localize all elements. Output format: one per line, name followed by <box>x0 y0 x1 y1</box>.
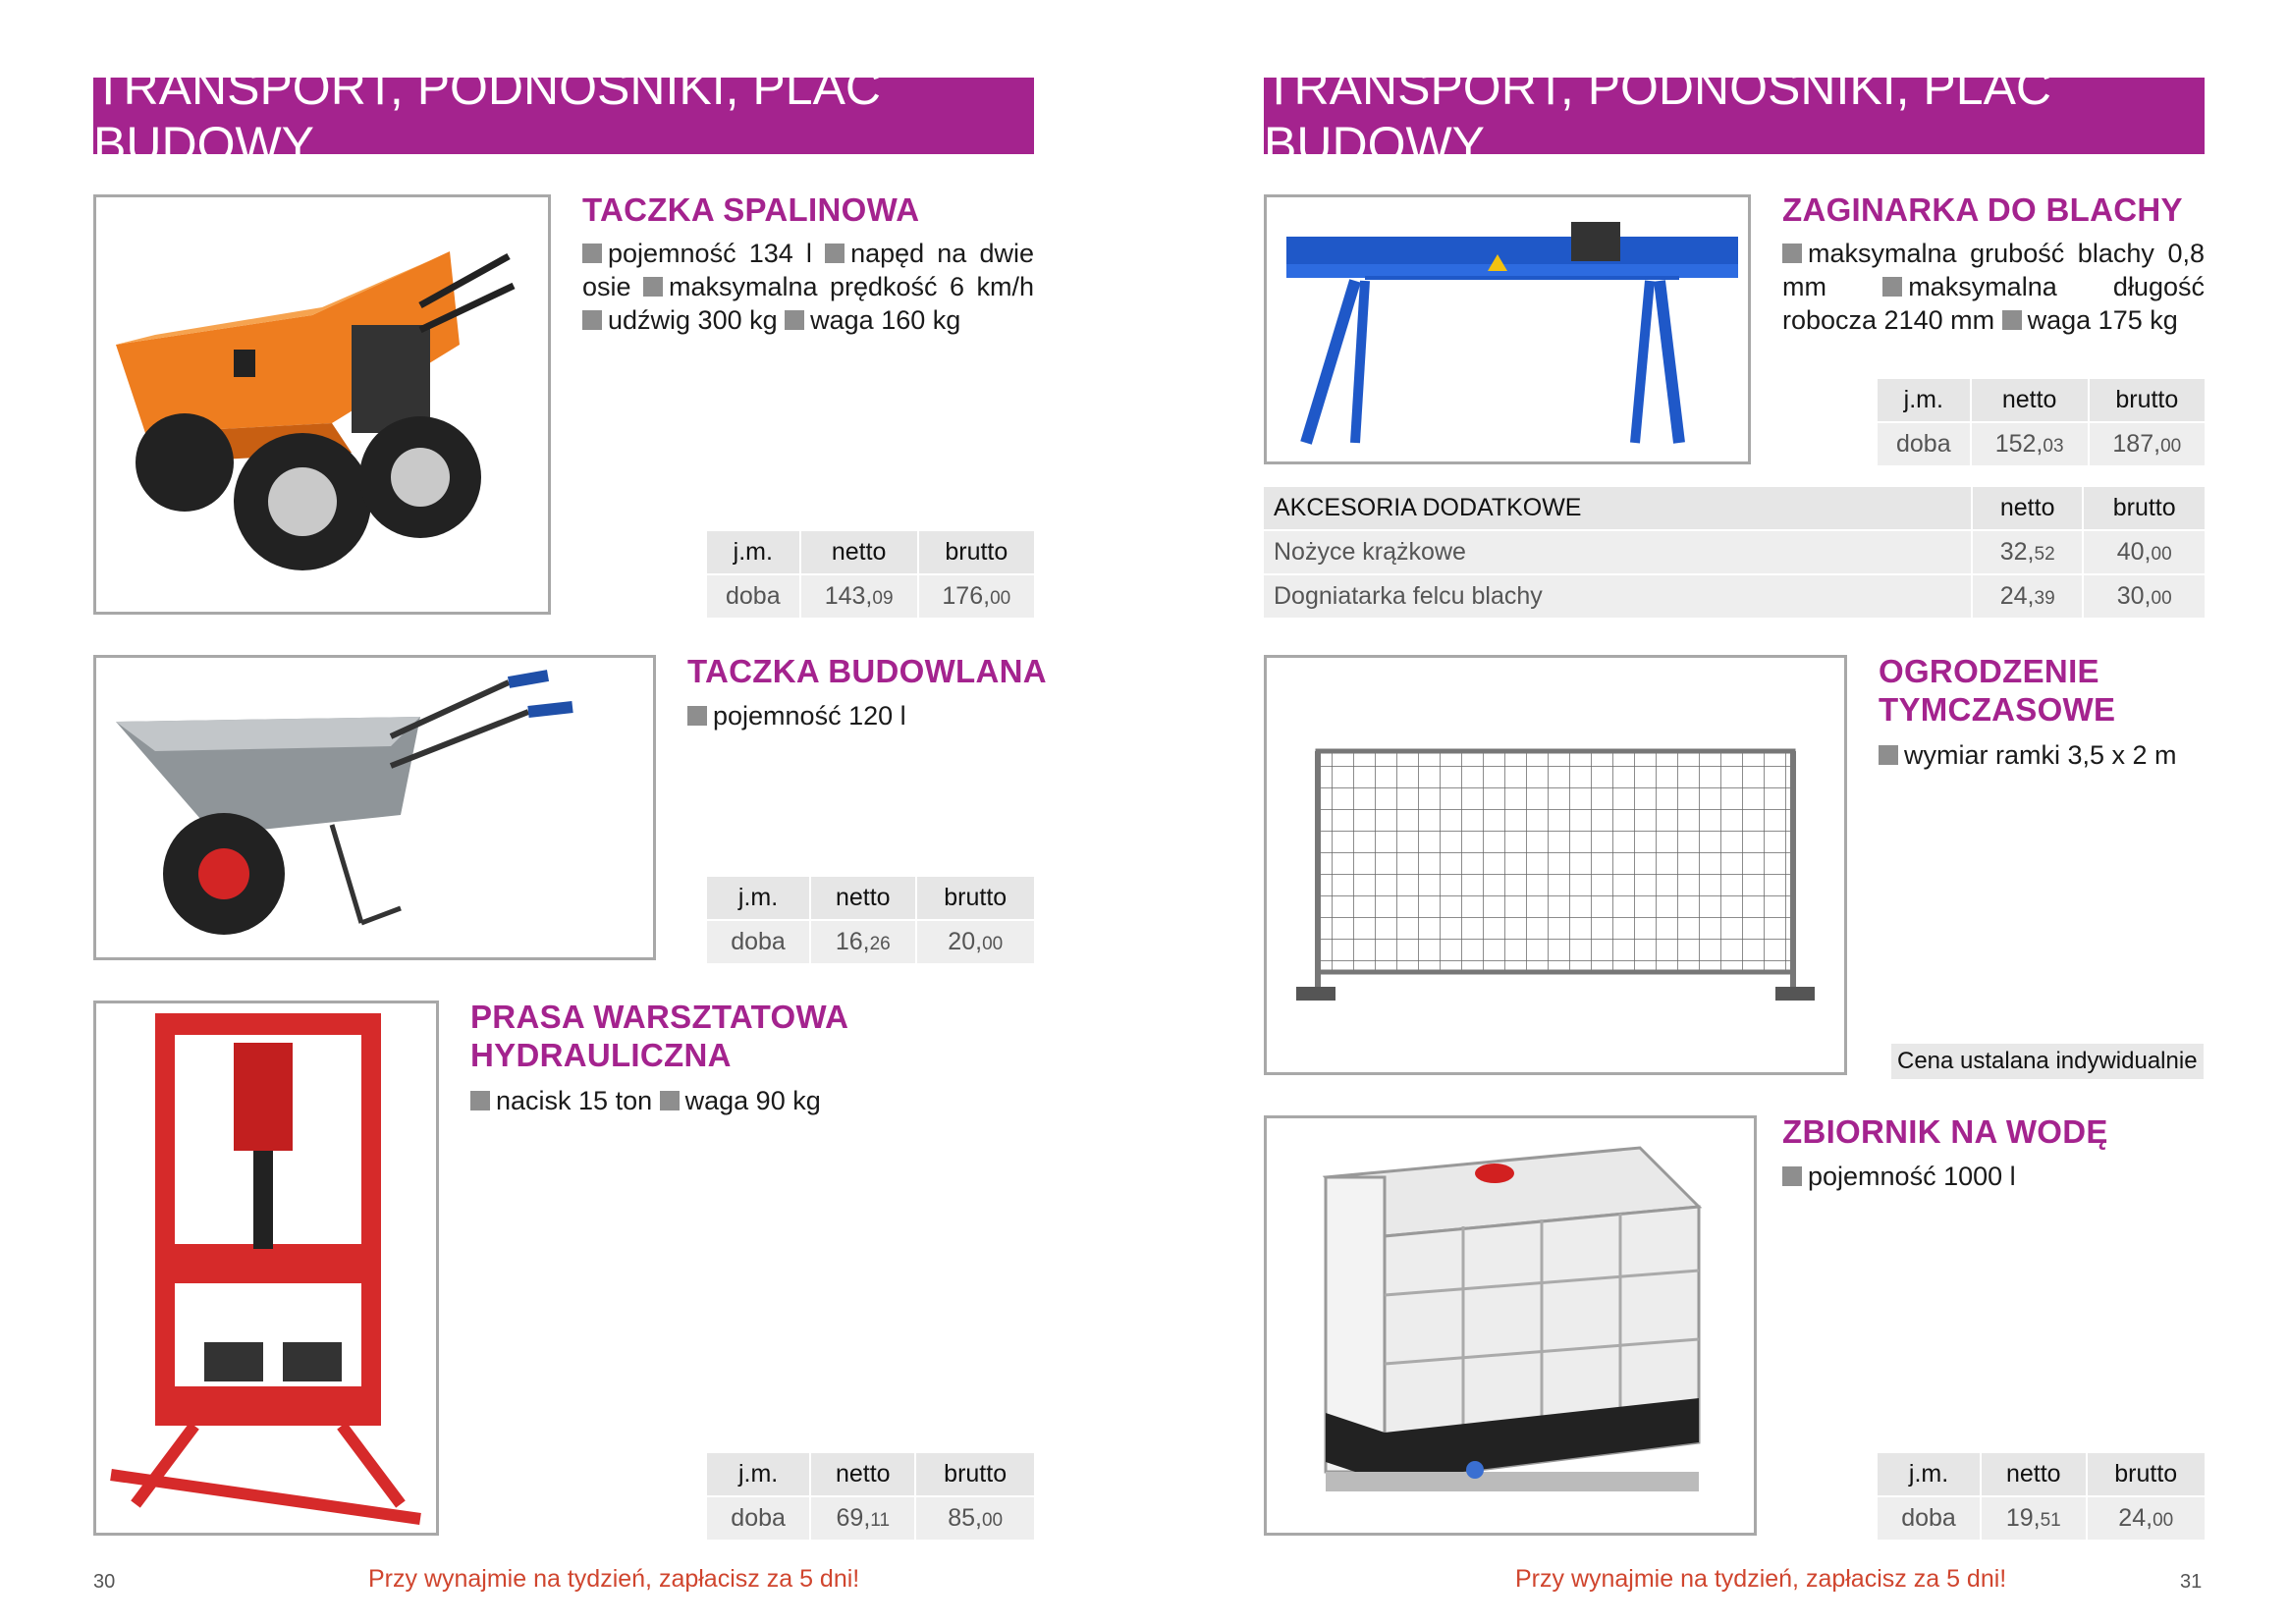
product-specs-zaginarka: maksymalna grubość blachy 0,8 mm maksyma… <box>1782 239 2205 335</box>
page-number: 31 <box>2180 1571 2203 1593</box>
table-row: Nożyce krążkowe 32,52 40,00 <box>1264 530 2205 575</box>
product-title-taczka-spalinowa: TACZKA SPALINOWA <box>582 191 920 228</box>
product-title-ogrodzenie: OGRODZENIE TYMCZASOWE <box>1879 653 2116 728</box>
bullet-square-icon <box>582 310 602 330</box>
bullet-square-icon <box>825 244 845 263</box>
bullet-square-icon <box>470 1091 490 1110</box>
footer-promo: Przy wynajmie na tydzień, zapłacisz za 5… <box>368 1565 860 1593</box>
product-specs-ogrodzenie: wymiar ramki 3,5 x 2 m <box>1879 738 2205 772</box>
water-tank-image <box>1264 1115 1757 1536</box>
motor-wheelbarrow-image <box>93 194 551 615</box>
product-title-taczka-budowlana: TACZKA BUDOWLANA <box>687 653 1047 689</box>
bullet-square-icon <box>1879 745 1898 765</box>
right-header: TRANSPORT, PODNOŚNIKI, PLAC BUDOWY <box>1264 60 2205 172</box>
product-specs-prasa: nacisk 15 ton waga 90 kg <box>470 1084 1034 1117</box>
bullet-square-icon <box>582 244 602 263</box>
bullet-square-icon <box>659 1091 680 1110</box>
accessories-table: AKCESORIA DODATKOWE netto brutto Nożyce … <box>1264 487 2205 620</box>
page-number: 30 <box>93 1571 116 1593</box>
table-row: Dogniatarka felcu blachy 24,39 30,00 <box>1264 574 2205 620</box>
bullet-square-icon <box>1882 277 1903 297</box>
product-title-zbiornik: ZBIORNIK NA WODĘ <box>1782 1113 2108 1150</box>
bullet-square-icon <box>687 706 707 726</box>
product-title-prasa: PRASA WARSZTATOWA HYDRAULICZNA <box>470 999 849 1073</box>
product-specs-taczka-spalinowa: pojemność 134 l napęd na dwie osie maksy… <box>582 239 1034 335</box>
product-title-zaginarka: ZAGINARKA DO BLACHY <box>1782 191 2183 228</box>
bullet-square-icon <box>1782 1166 1802 1186</box>
wheelbarrow-image <box>93 655 656 960</box>
temporary-fence-image <box>1264 655 1847 1075</box>
product-specs-zbiornik: pojemność 1000 l <box>1782 1160 2205 1193</box>
bullet-square-icon <box>1782 244 1802 263</box>
bullet-square-icon <box>785 310 805 330</box>
footer-promo: Przy wynajmie na tydzień, zapłacisz za 5… <box>1515 1565 2007 1593</box>
product-specs-taczka-budowlana: pojemność 120 l <box>687 699 1034 732</box>
bullet-square-icon <box>643 277 663 297</box>
bullet-square-icon <box>2001 310 2022 330</box>
left-header: TRANSPORT, PODNOŚNIKI, PLAC BUDOWY <box>93 60 1034 172</box>
sheet-bender-image <box>1264 194 1751 464</box>
hydraulic-press-image <box>93 1001 439 1536</box>
price-note: Cena ustalana indywidualnie <box>1891 1044 2204 1079</box>
